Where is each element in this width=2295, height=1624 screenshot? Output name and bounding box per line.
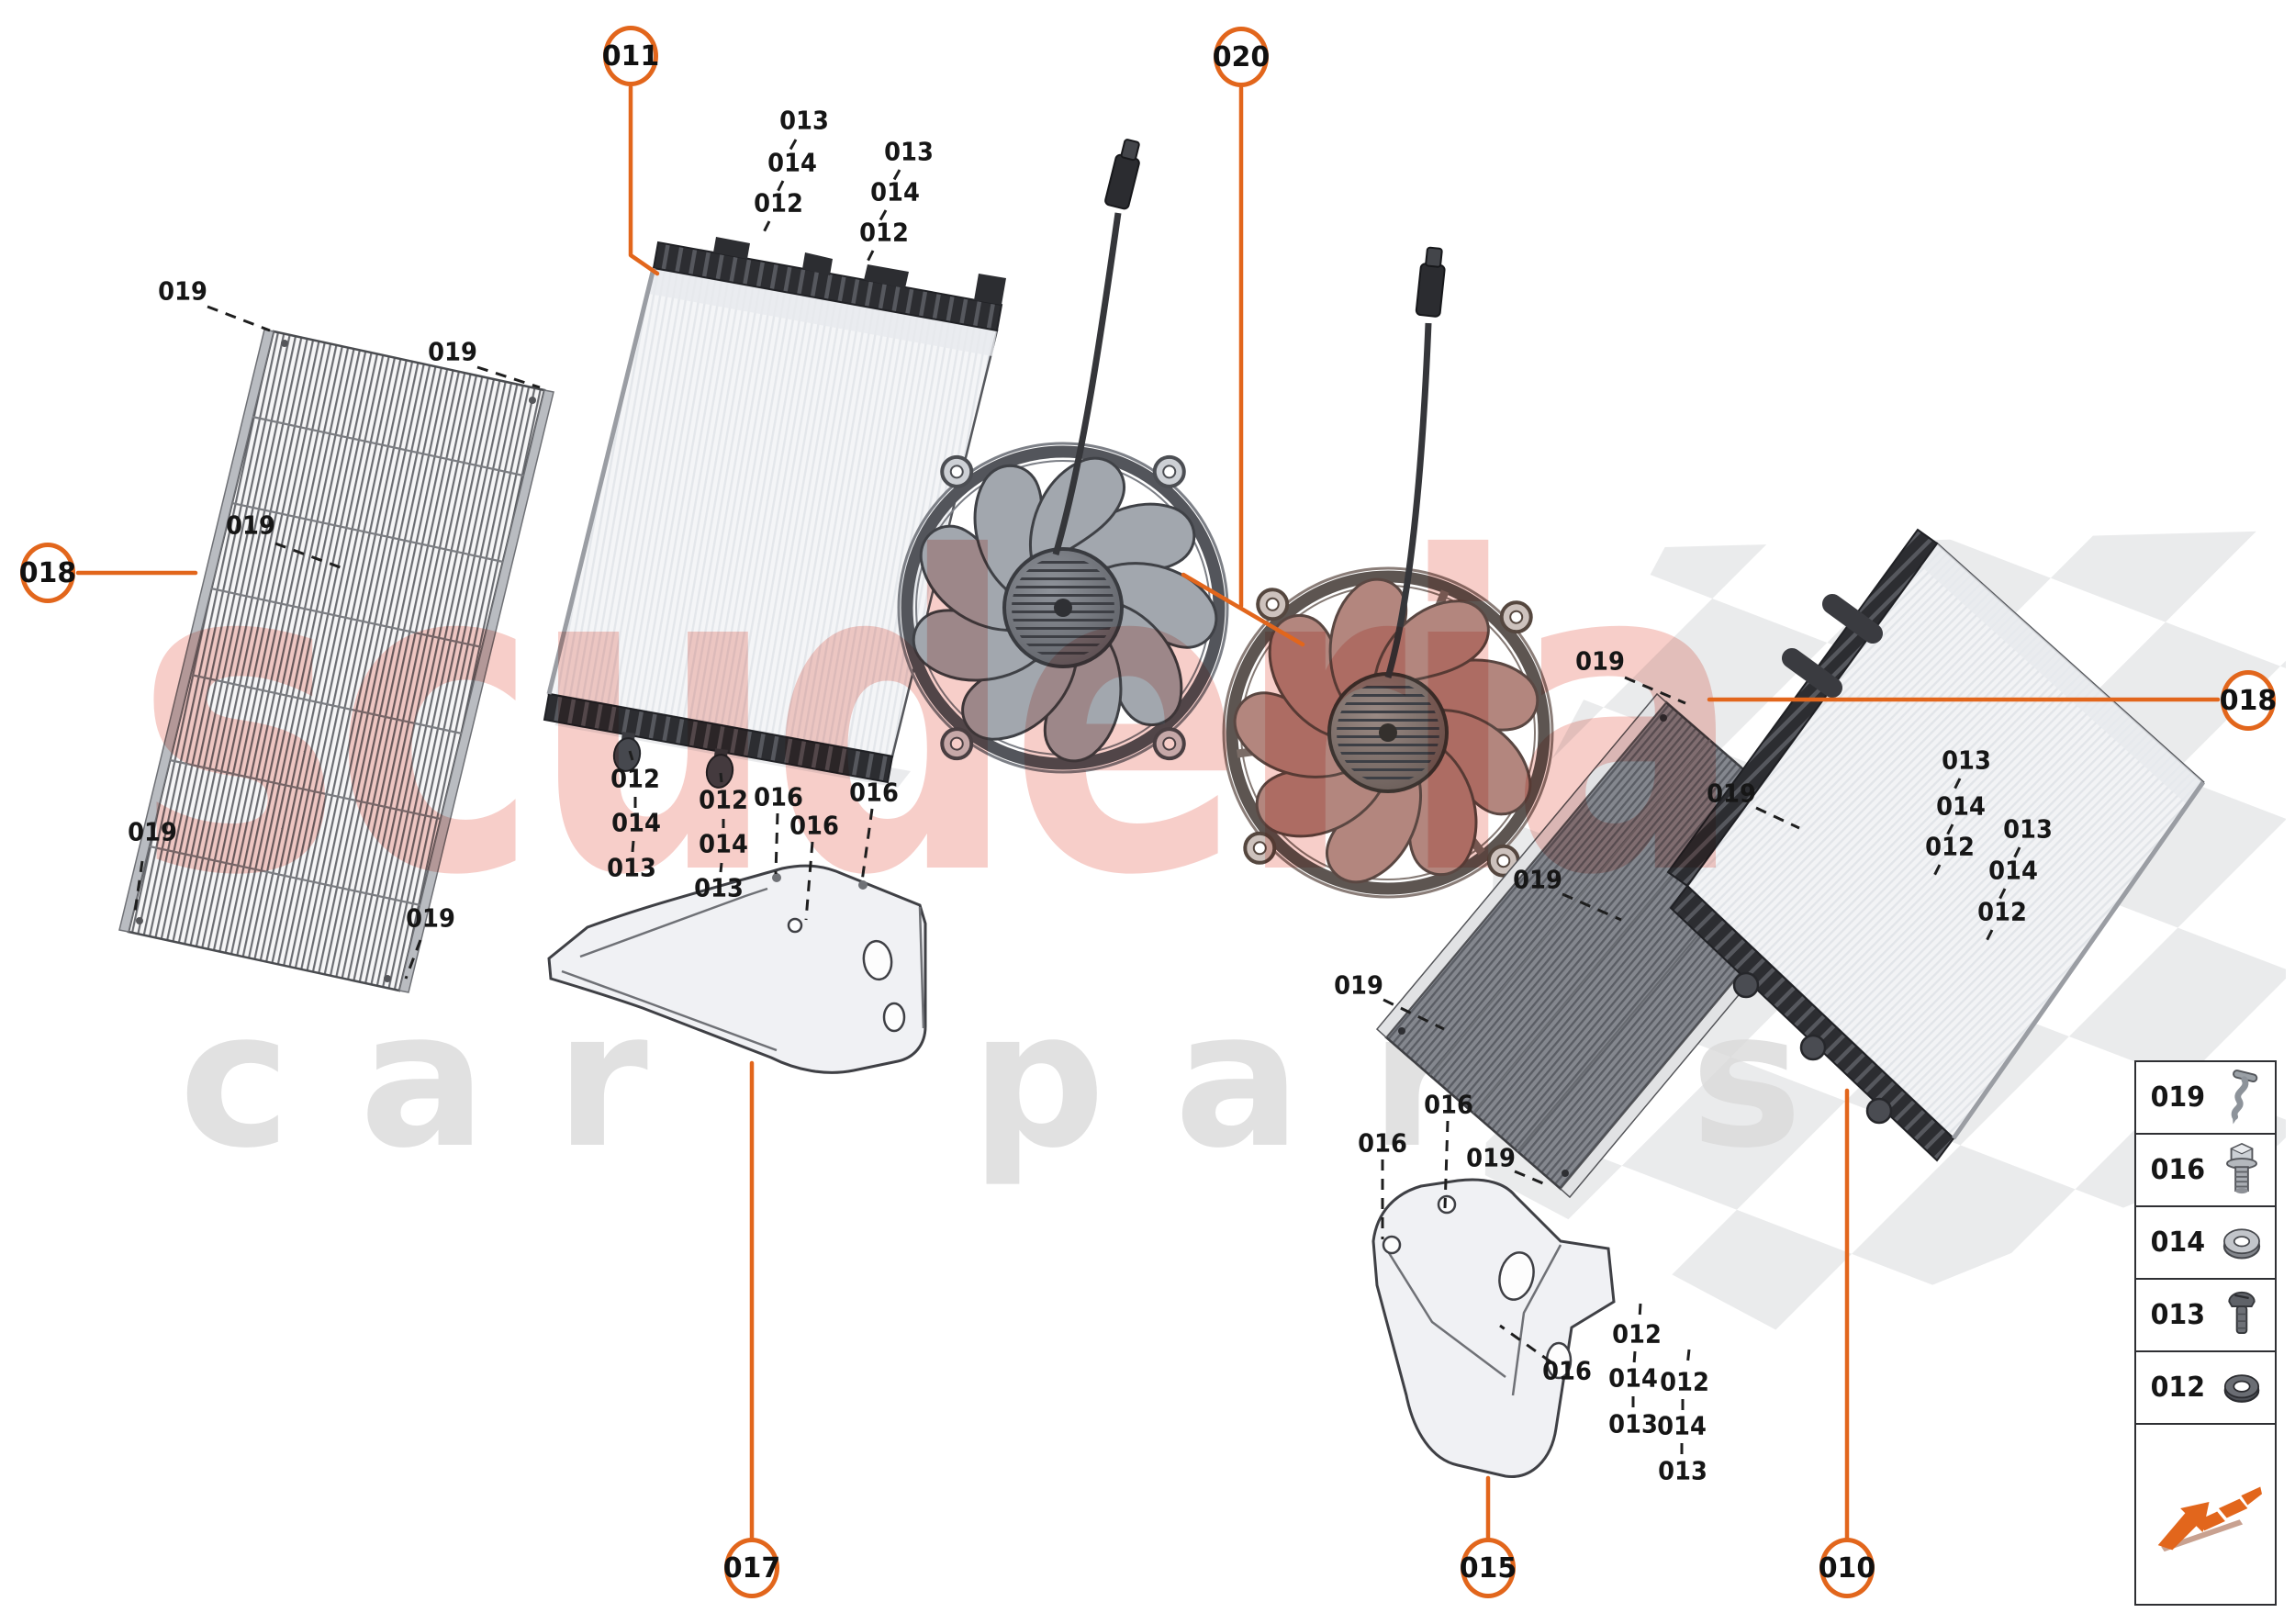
- part-label-013: 013: [607, 852, 656, 883]
- bolt-icon: [2218, 1141, 2266, 1200]
- callout-020[interactable]: 020: [1213, 27, 1270, 87]
- part-label-013: 013: [1942, 745, 1991, 776]
- fan-left-connector: [1104, 139, 1140, 210]
- legend-code-014: 014: [2150, 1226, 2206, 1259]
- part-label-012: 012: [610, 763, 660, 794]
- part-label-014: 014: [1936, 790, 1986, 822]
- part-label-016: 016: [849, 777, 899, 808]
- legend-panel: 019 016 014 013 012: [2134, 1060, 2277, 1606]
- part-label-012: 012: [1612, 1318, 1662, 1350]
- fan-mount-lug: [940, 454, 1186, 761]
- part-label-019: 019: [428, 336, 477, 367]
- part-label-014: 014: [611, 807, 661, 838]
- part-label-019: 019: [128, 816, 177, 847]
- screw-icon: [2218, 1286, 2266, 1345]
- part-label-013: 013: [694, 872, 744, 903]
- legend-code-013: 013: [2150, 1299, 2206, 1331]
- cooling-fan-right-highlighted: [1222, 566, 1554, 899]
- part-label-014: 014: [767, 147, 817, 178]
- legend-code-019: 019: [2150, 1081, 2206, 1114]
- part-label-013: 013: [2003, 813, 2053, 845]
- callout-011[interactable]: 011: [602, 26, 659, 86]
- part-label-016: 016: [1358, 1127, 1407, 1159]
- watermark-brand: scuderia: [136, 467, 1743, 969]
- callout-018-right[interactable]: 018: [2220, 670, 2277, 731]
- part-label-019: 019: [1334, 969, 1383, 1001]
- part-label-012: 012: [859, 217, 909, 248]
- legend-code-016: 016: [2150, 1154, 2206, 1186]
- part-label-014: 014: [1608, 1362, 1658, 1394]
- part-label-019: 019: [1575, 645, 1625, 677]
- washer-icon: [2218, 1214, 2266, 1272]
- part-label-019: 019: [1707, 778, 1756, 809]
- part-label-013: 013: [884, 136, 934, 167]
- part-label-012: 012: [754, 187, 803, 218]
- fan-right-connector: [1415, 246, 1446, 318]
- callout-015[interactable]: 015: [1460, 1538, 1517, 1598]
- part-label-013: 013: [1658, 1455, 1707, 1486]
- fan-duct-bracket-left: [547, 864, 927, 1074]
- part-label-019: 019: [1513, 864, 1562, 895]
- callout-010[interactable]: 010: [1819, 1538, 1875, 1598]
- grommet-icon: [2218, 1359, 2266, 1417]
- condenser-core-left: [118, 329, 554, 993]
- callout-017[interactable]: 017: [723, 1538, 780, 1598]
- fan-left-cable: [1052, 212, 1122, 555]
- legend-row-012[interactable]: 012: [2136, 1352, 2275, 1425]
- part-label-014: 014: [1988, 855, 2038, 886]
- radiator-right: [1666, 528, 2206, 1162]
- part-label-012: 012: [1660, 1366, 1709, 1397]
- part-label-014: 014: [870, 176, 920, 207]
- legend-rows: 019 016 014 013 012: [2136, 1062, 2275, 1425]
- part-label-012: 012: [699, 784, 748, 815]
- part-label-019: 019: [1466, 1142, 1516, 1173]
- part-label-013: 013: [779, 105, 829, 136]
- legend-row-014[interactable]: 014: [2136, 1207, 2275, 1280]
- part-label-019: 019: [406, 902, 455, 934]
- part-label-019: 019: [226, 510, 275, 541]
- part-label-012: 012: [1925, 831, 1975, 862]
- pin-icon: [2218, 1069, 2266, 1127]
- radiator-left: [543, 237, 1006, 789]
- part-label-019: 019: [158, 275, 207, 307]
- scuderia-arrow-logo-icon: [2150, 1474, 2262, 1555]
- callout-018-left[interactable]: 018: [19, 543, 76, 603]
- part-label-013: 013: [1608, 1408, 1658, 1439]
- fan-right-cable: [1384, 322, 1432, 678]
- legend-code-012: 012: [2150, 1372, 2206, 1404]
- part-label-016: 016: [1424, 1089, 1473, 1120]
- legend-logo-cell: [2136, 1425, 2275, 1604]
- legend-row-016[interactable]: 016: [2136, 1135, 2275, 1207]
- part-label-016: 016: [754, 781, 803, 812]
- fan-duct-bracket-right: [1371, 1178, 1616, 1478]
- part-label-016: 016: [789, 810, 839, 841]
- part-label-012: 012: [1977, 896, 2027, 927]
- part-label-014: 014: [1657, 1410, 1707, 1441]
- part-label-016: 016: [1542, 1355, 1592, 1386]
- legend-row-013[interactable]: 013: [2136, 1280, 2275, 1352]
- legend-row-019[interactable]: 019: [2136, 1062, 2275, 1135]
- part-label-014: 014: [699, 828, 748, 859]
